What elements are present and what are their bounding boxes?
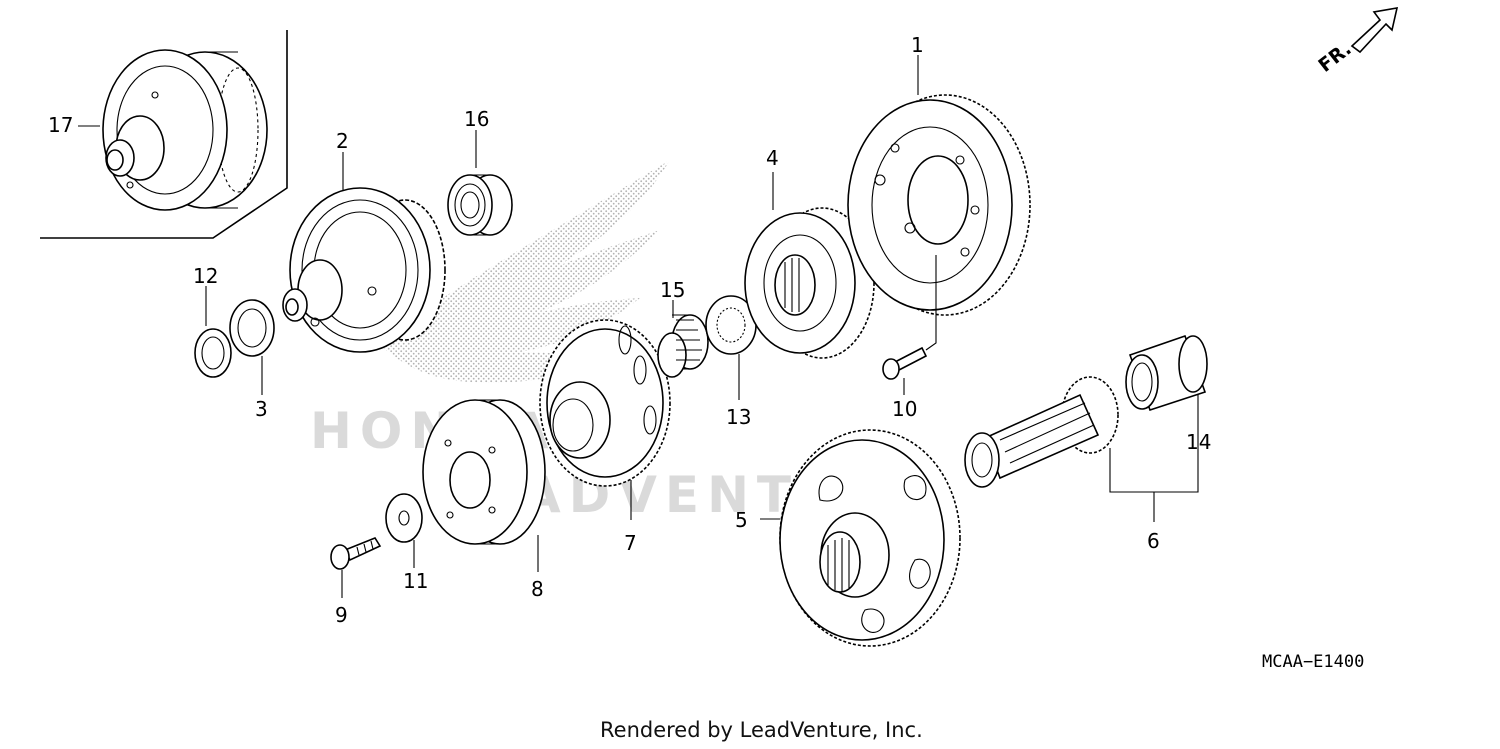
callout-13: 13 [726,405,751,429]
part-11-washer[interactable] [385,493,423,543]
part-2-clutch-assembly[interactable] [282,187,446,353]
part-7-gear[interactable] [539,319,671,487]
part-5-gear[interactable] [779,429,961,647]
callout-4: 4 [766,146,779,170]
part-10-bolt[interactable] [882,346,928,380]
part-12-washer[interactable] [194,328,232,378]
callout-16: 16 [464,107,489,131]
front-label: FR. [1314,38,1355,77]
part-9-bolt[interactable] [330,537,382,570]
diagram-code: MCAA−E1400 [1262,652,1364,672]
callout-6: 6 [1147,529,1160,553]
callout-7: 7 [624,531,637,555]
callout-5: 5 [735,508,748,532]
callout-15: 15 [660,278,685,302]
callout-14: 14 [1186,430,1211,454]
callout-11: 11 [403,569,428,593]
front-arrow-icon [1350,7,1399,54]
part-1-driven-gear[interactable] [847,94,1031,316]
callout-1: 1 [911,33,924,57]
part-14-sleeve[interactable] [1125,334,1208,412]
callout-12: 12 [193,264,218,288]
footer-credit: Rendered by LeadVenture, Inc. [600,718,923,742]
part-3-washer[interactable] [229,299,275,357]
part-4-gear[interactable] [744,207,875,359]
callout-10: 10 [892,397,917,421]
watermark-wing-logo [380,160,670,383]
callout-8: 8 [531,577,544,601]
part-17-clutch-assembly[interactable] [102,49,268,211]
part-8-rotor[interactable] [422,399,546,545]
callout-2: 2 [336,129,349,153]
part-15-needle-bearing[interactable] [657,314,709,378]
front-direction-indicator: FR. [1314,7,1399,77]
part-16-bearing[interactable] [447,174,513,236]
callout-3: 3 [255,397,268,421]
callout-9: 9 [335,603,348,627]
callout-17: 17 [48,113,73,137]
inset-frame [40,30,288,239]
part-6-shaft[interactable] [964,376,1119,488]
